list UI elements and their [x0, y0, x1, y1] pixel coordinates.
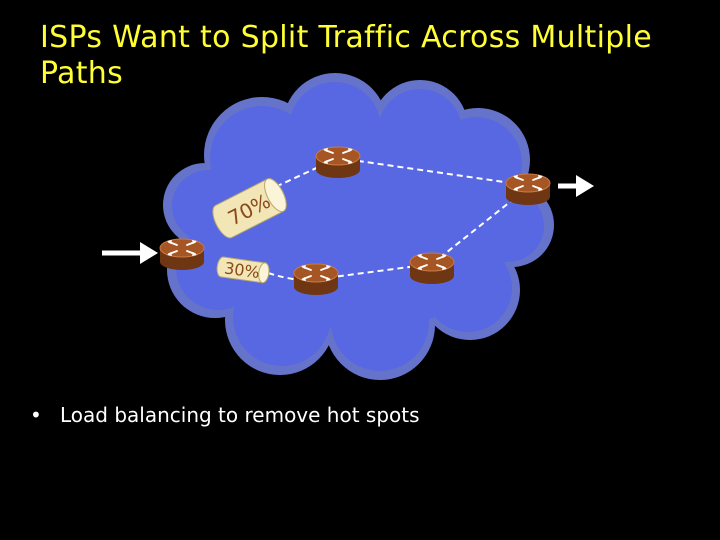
router-icon	[409, 252, 455, 285]
router-icon	[505, 173, 551, 206]
traffic-split-tube-30: 30%	[216, 256, 270, 284]
router-icon	[293, 263, 339, 296]
path-line-upper-2	[337, 157, 526, 186]
slide-title-line-1: ISPs Want to Split Traffic Across Multip…	[40, 20, 652, 55]
bullet-text: Load balancing to remove hot spots	[60, 403, 420, 427]
arrow-right-icon	[558, 175, 594, 197]
arrow-right-icon	[102, 242, 158, 264]
bullet-item: • Load balancing to remove hot spots	[30, 401, 420, 429]
traffic-label-30: 30%	[223, 258, 261, 282]
router-icon	[315, 146, 361, 179]
path-line-lower-1	[267, 272, 319, 282]
slide-title-line-2: Paths	[40, 56, 124, 91]
router-icon	[159, 238, 205, 271]
slide-title: ISPs Want to Split Traffic Across Multip…	[40, 20, 710, 92]
bullet-marker: •	[30, 403, 42, 427]
